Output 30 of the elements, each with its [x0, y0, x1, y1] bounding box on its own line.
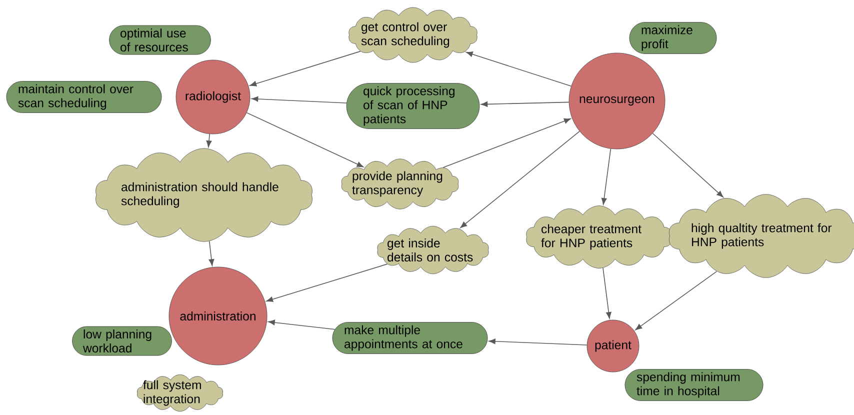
arrow [246, 112, 364, 168]
arrow [208, 240, 214, 266]
softgoal-box: quick processing of scan of HNP patients [346, 83, 480, 129]
softgoal-box: maintain control over scan scheduling [6, 81, 162, 113]
softgoal-box: low planning workload [72, 326, 172, 356]
arrow [442, 118, 571, 168]
arrow [251, 96, 347, 104]
goal-cloud: get control over scan scheduling [348, 7, 478, 63]
arrow [466, 52, 572, 87]
softgoal-box: maximize profit [629, 22, 717, 54]
softgoal-box: spending minimum time in hospital [624, 369, 764, 401]
softgoal-box: make multiple appointments at once [332, 322, 488, 354]
arrow [652, 132, 724, 198]
goal-cloud: administration should handle scheduling [96, 148, 312, 242]
arrow [602, 268, 612, 319]
arrow [601, 148, 612, 205]
goal-cloud: full system integration [137, 374, 223, 412]
arrow [480, 101, 570, 107]
goal-cloud: high qualtity treatment for HNP patients [668, 194, 854, 278]
softgoal-box: optimial use of resources [109, 25, 211, 55]
arrow [488, 338, 588, 346]
goal-cloud: get inside details on costs [377, 226, 489, 274]
goal-cloud: provide planning transparency [341, 158, 459, 210]
arrow [460, 130, 580, 228]
arrow [206, 134, 212, 148]
arrow [268, 320, 336, 330]
arrow [635, 271, 718, 330]
arrow [250, 50, 361, 86]
arrow [266, 264, 388, 302]
goal-cloud: cheaper treatment for HNP patients [526, 206, 672, 268]
